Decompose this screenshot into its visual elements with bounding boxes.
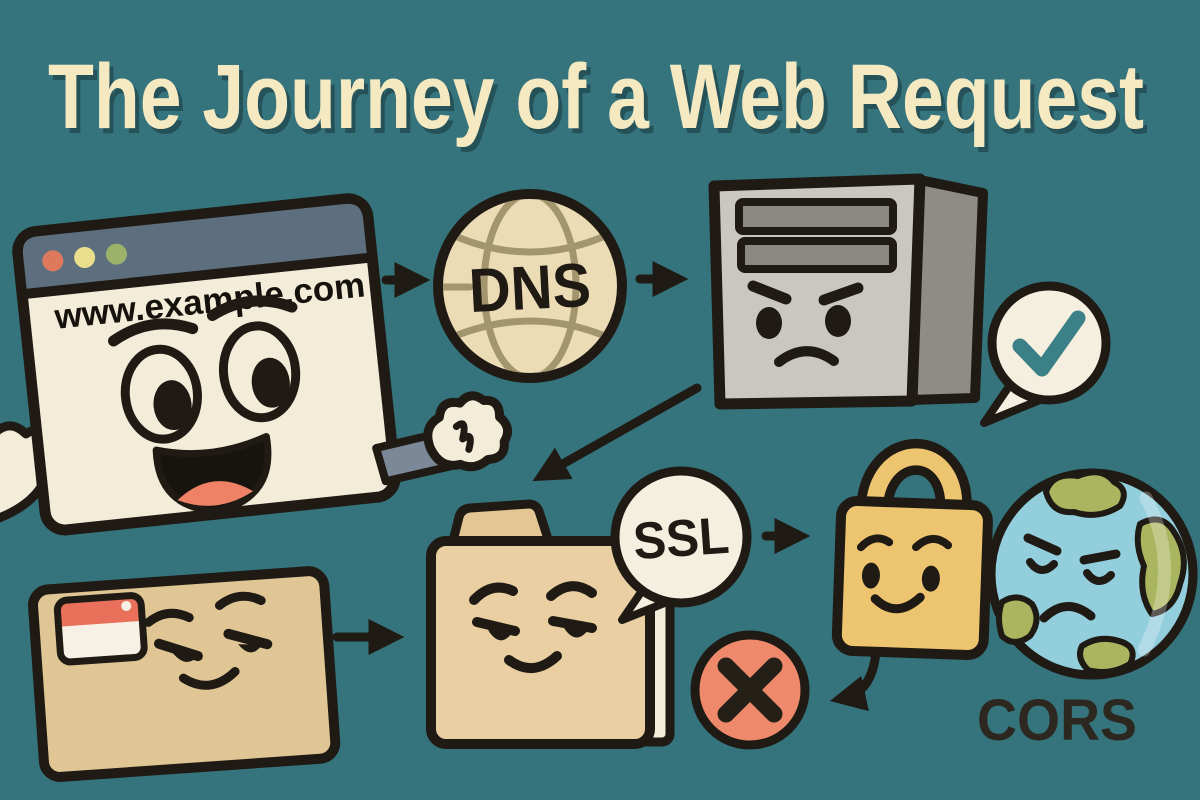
cors-label: CORS — [977, 688, 1137, 753]
window-control-green-icon — [105, 243, 127, 265]
cors-globe-icon — [986, 468, 1198, 680]
x-mark-icon — [717, 657, 783, 723]
server-slot — [737, 237, 897, 273]
ssl-lock-icon — [831, 438, 993, 660]
page-title: The Journey of a Web Request — [48, 46, 1144, 148]
arrow-server-to-folder — [532, 383, 702, 482]
envelope-icon — [28, 566, 341, 782]
earth-highlight — [1137, 491, 1171, 657]
dns-globe-grid — [443, 199, 609, 373]
checkmark-icon — [1012, 310, 1086, 377]
browser-titlebar — [12, 193, 378, 300]
window-control-yellow-icon — [74, 246, 96, 268]
earth-face — [1023, 533, 1121, 623]
folder-tab — [447, 499, 554, 550]
browser-tongue — [177, 481, 254, 506]
browser-face — [108, 295, 301, 515]
folder-body — [426, 536, 655, 749]
browser-window-character: www.example.com — [12, 193, 513, 536]
ssl-speech-bubble: SSL — [610, 466, 752, 624]
earth-continents — [996, 469, 1187, 675]
dns-label: DNS — [467, 251, 592, 326]
lock-body — [831, 496, 993, 660]
arrow-lock-to-error — [829, 647, 881, 712]
browser-fist-icon — [423, 391, 513, 472]
lock-face — [856, 534, 953, 614]
dns-globe-icon: DNS — [433, 189, 627, 383]
page-title-shadow: The Journey of a Web Request — [52, 51, 1148, 153]
error-x-icon — [690, 630, 810, 750]
ssl-label: SSL — [631, 507, 731, 572]
envelope-face — [143, 591, 273, 690]
folder-face — [469, 581, 597, 673]
server-icon — [708, 173, 988, 410]
window-control-red-icon — [42, 250, 64, 272]
success-check-bubble — [980, 281, 1111, 427]
server-slot — [735, 198, 897, 235]
server-front-panel — [708, 173, 926, 410]
stamp-icon — [53, 592, 148, 666]
server-face — [747, 280, 864, 367]
